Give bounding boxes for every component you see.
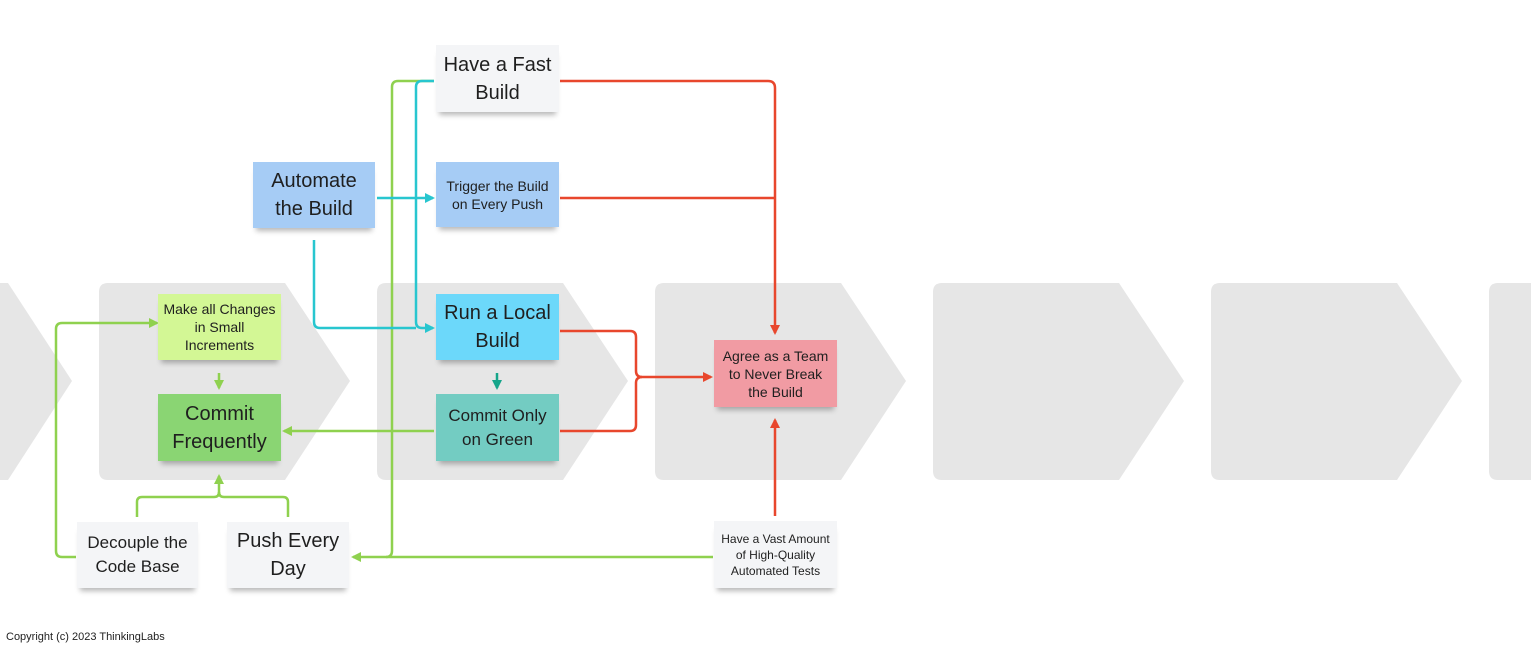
note-decouple-code[interactable]: Decouple the Code Base: [77, 522, 198, 588]
chevron-5: [1211, 283, 1462, 480]
chevron-0: [0, 283, 72, 480]
arrow-fast-build-to-agree: [560, 79, 780, 335]
chevron-6: [1489, 283, 1531, 480]
note-agree-team[interactable]: Agree as a Team to Never Break the Build: [714, 340, 837, 407]
arrow-commit-green-to-agree: [560, 375, 643, 433]
note-commit-frequently[interactable]: Commit Frequently: [158, 394, 281, 461]
arrow-decouple-to-small-increments: [54, 318, 159, 559]
note-make-small-increments[interactable]: Make all Changes in Small Increments: [158, 294, 281, 360]
note-have-fast-build[interactable]: Have a Fast Build: [436, 45, 559, 112]
arrow-fast-build-to-local-build: [414, 79, 435, 333]
chevron-4: [933, 283, 1184, 480]
copyright-text: Copyright (c) 2023 ThinkingLabs: [6, 631, 165, 643]
note-trigger-build[interactable]: Trigger the Build on Every Push: [436, 162, 559, 227]
note-vast-tests[interactable]: Have a Vast Amount of High-Quality Autom…: [714, 521, 837, 588]
note-push-every-day[interactable]: Push Every Day: [227, 522, 349, 588]
arrow-push-day-to-commit: [217, 491, 290, 517]
note-commit-on-green[interactable]: Commit Only on Green: [436, 394, 559, 461]
note-run-local-build[interactable]: Run a Local Build: [436, 294, 559, 360]
arrow-decouple-to-commit: [135, 474, 224, 517]
note-automate-build[interactable]: Automate the Build: [253, 162, 375, 228]
arrow-automate-to-local-build: [312, 240, 416, 330]
